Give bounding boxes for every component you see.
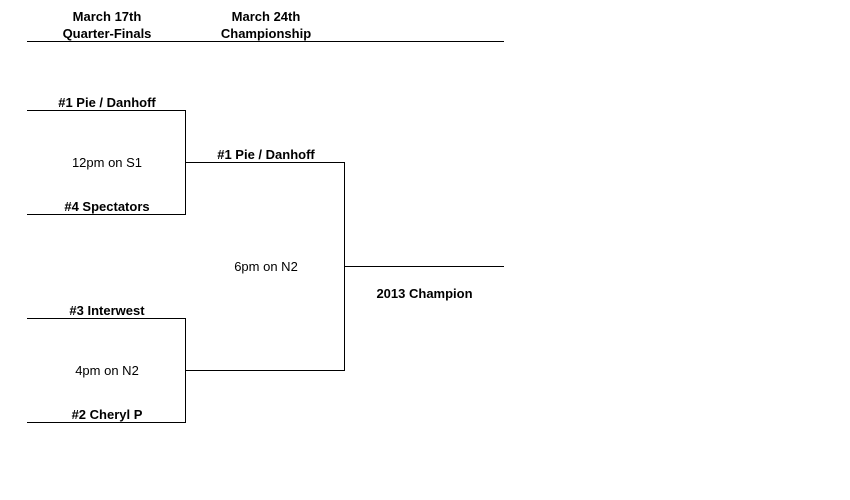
qf2-bottom-team: #2 Cheryl P	[71, 407, 143, 422]
qf2-top-line	[27, 318, 186, 319]
quarterfinals-label: Quarter-Finals	[62, 26, 152, 41]
championship-header: March 24th Championship	[186, 8, 346, 42]
quarterfinals-header: March 17th Quarter-Finals	[27, 8, 187, 42]
final-top-team: #1 Pie / Danhoff	[217, 147, 315, 162]
qf1-bottom-line	[27, 214, 186, 215]
qf2-connector	[185, 318, 186, 423]
qf1-connector	[185, 110, 186, 215]
qf1-top-team: #1 Pie / Danhoff	[58, 95, 156, 110]
champion-line	[345, 266, 504, 267]
champion-label: 2013 Champion	[376, 286, 473, 301]
championship-date: March 24th	[231, 9, 301, 24]
qf2-game-time: 4pm on N2	[75, 363, 139, 378]
qf2-top-team: #3 Interwest	[69, 303, 145, 318]
qf1-bottom-team: #4 Spectators	[64, 199, 150, 214]
qf2-bottom-line	[27, 422, 186, 423]
final-top-line	[186, 162, 345, 163]
final-connector	[344, 162, 345, 371]
header-divider	[27, 41, 504, 42]
quarterfinals-date: March 17th	[72, 9, 142, 24]
final-bottom-line	[186, 370, 345, 371]
qf1-game-time: 12pm on S1	[71, 155, 143, 170]
final-game-time: 6pm on N2	[234, 259, 298, 274]
qf1-top-line	[27, 110, 186, 111]
championship-label: Championship	[220, 26, 312, 41]
